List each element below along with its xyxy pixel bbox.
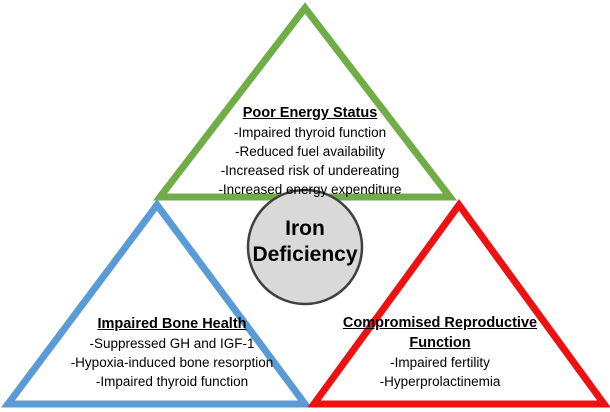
repro-item: -Impaired fertility xyxy=(390,355,490,370)
bone-label-block: Impaired Bone Health -Suppressed GH and … xyxy=(58,314,286,391)
center-label-line1: Iron xyxy=(285,217,325,240)
repro-label-block: Compromised Reproductive Function -Impai… xyxy=(330,313,550,391)
center-label-line2: Deficiency xyxy=(252,243,358,266)
energy-label-block: Poor Energy Status -Impaired thyroid fun… xyxy=(205,103,415,199)
repro-title-line2: Function xyxy=(409,335,471,351)
repro-title-line1: Compromised Reproductive xyxy=(342,315,538,331)
center-label: Iron Deficiency xyxy=(248,216,362,268)
repro-triangle xyxy=(307,199,610,408)
energy-title: Poor Energy Status xyxy=(242,105,378,121)
energy-item: -Reduced fuel availability xyxy=(234,144,386,159)
energy-item: -Increased risk of undereating xyxy=(220,163,400,178)
bone-item: -Impaired thyroid function xyxy=(95,374,249,389)
energy-item: -Impaired thyroid function xyxy=(233,125,387,140)
bone-item: -Suppressed GH and IGF-1 xyxy=(89,336,255,351)
iron-deficiency-circle xyxy=(246,188,364,306)
energy-item: -Increased energy expenditure xyxy=(218,182,402,197)
repro-item: -Hyperprolactinemia xyxy=(379,374,501,389)
bone-title: Impaired Bone Health xyxy=(97,316,247,332)
bone-item: -Hypoxia-induced bone resorption xyxy=(70,355,274,370)
bone-triangle xyxy=(1,199,312,408)
